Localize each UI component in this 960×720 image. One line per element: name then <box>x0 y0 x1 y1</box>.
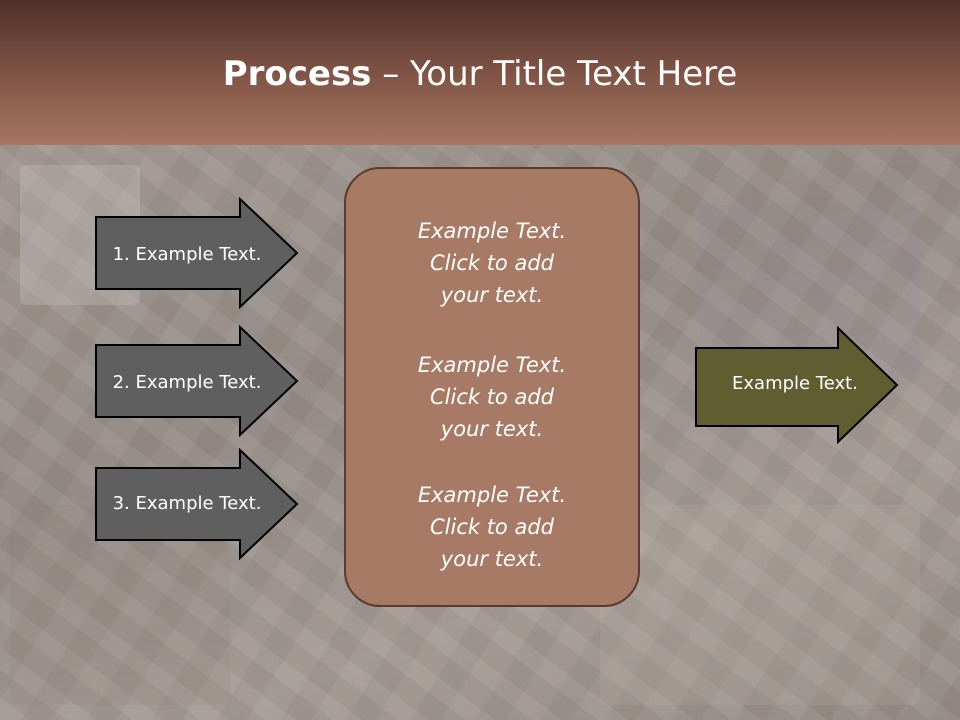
left-arrow-3[interactable] <box>94 448 300 560</box>
center-block-3-line1: Example Text. <box>417 483 567 507</box>
center-block-3: Example Text. Click to add your text. <box>346 479 638 575</box>
left-arrow-1-label: 1. Example Text. <box>112 244 262 265</box>
center-block-3-line3: your text. <box>440 547 544 571</box>
photo-detail <box>600 505 920 705</box>
center-block-1-line2: Click to add <box>429 251 554 275</box>
center-block-2-line2: Click to add <box>429 385 554 409</box>
center-block-1-line3: your text. <box>440 283 544 307</box>
right-arrow[interactable] <box>694 326 900 444</box>
slide-title[interactable]: Process – Your Title Text Here <box>0 52 960 96</box>
title-bold: Process <box>222 54 372 94</box>
left-arrow-2-label: 2. Example Text. <box>112 372 262 393</box>
right-arrow-label: Example Text. <box>732 373 858 394</box>
left-arrow-3-label: 3. Example Text. <box>112 493 262 514</box>
title-bar: Process – Your Title Text Here <box>0 0 960 145</box>
center-text-box[interactable]: Example Text. Click to add your text. Ex… <box>344 167 640 607</box>
center-block-2-line3: your text. <box>440 417 544 441</box>
center-block-1: Example Text. Click to add your text. <box>346 215 638 311</box>
title-rest: – Your Title Text Here <box>371 54 738 94</box>
left-arrow-2[interactable] <box>94 325 300 437</box>
center-block-2: Example Text. Click to add your text. <box>346 349 638 445</box>
center-block-3-line2: Click to add <box>429 515 554 539</box>
center-block-2-line1: Example Text. <box>417 353 567 377</box>
center-block-1-line1: Example Text. <box>417 219 567 243</box>
left-arrow-1[interactable] <box>94 197 300 309</box>
